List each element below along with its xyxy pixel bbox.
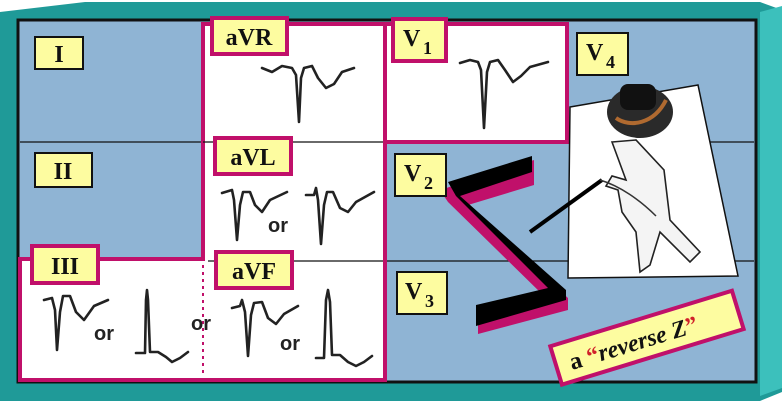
svg-text:3: 3: [425, 291, 434, 311]
svg-text:aVR: aVR: [226, 25, 273, 51]
waveform-iii-2: [134, 288, 190, 364]
waveform-avl-1: [220, 188, 289, 242]
lead-label-iii: III: [30, 244, 100, 285]
or-text: or: [94, 323, 114, 345]
waveform-avl-2: [304, 186, 376, 246]
lead-label-avl: aVL: [213, 136, 293, 176]
lead-label-avr: aVR: [210, 16, 289, 56]
frame-side: [760, 6, 782, 396]
lead-label-v4: V 4: [576, 32, 629, 76]
svg-text:III: III: [51, 254, 79, 280]
or-text: or: [280, 333, 300, 355]
lead-label-ii: II: [34, 152, 93, 188]
lead-label-avf: aVF: [214, 250, 294, 290]
waveform-v1: [458, 58, 550, 130]
lead-label-i: I: [34, 36, 84, 70]
or-text: or: [191, 313, 211, 335]
waveform-avf-2: [314, 288, 374, 368]
svg-text:4: 4: [606, 52, 615, 72]
svg-text:II: II: [54, 159, 73, 185]
lead-label-v3: V 3: [396, 271, 448, 315]
lead-label-v1: V 1: [391, 17, 448, 63]
svg-text:V: V: [404, 161, 422, 187]
svg-text:2: 2: [424, 173, 433, 193]
fencer-illustration: [528, 84, 739, 279]
waveform-iii-1: [42, 294, 110, 352]
svg-text:I: I: [54, 42, 63, 68]
svg-text:V: V: [586, 40, 604, 66]
svg-text:1: 1: [423, 38, 432, 58]
waveform-avf-1: [230, 298, 300, 358]
svg-text:aVF: aVF: [232, 259, 276, 285]
or-text: or: [268, 215, 288, 237]
svg-text:V: V: [405, 279, 423, 305]
svg-text:aVL: aVL: [230, 145, 275, 171]
lead-label-v2: V 2: [394, 153, 447, 197]
reverse-z-shape: [440, 156, 568, 334]
svg-text:V: V: [403, 26, 421, 52]
waveform-avr: [260, 64, 356, 124]
